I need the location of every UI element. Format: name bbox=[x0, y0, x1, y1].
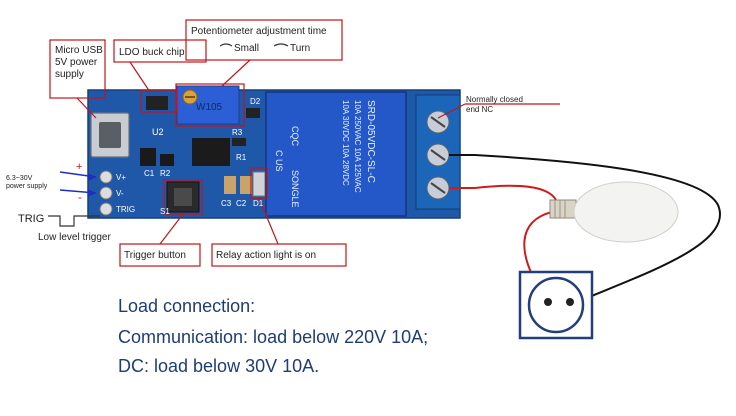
silk-c2: C2 bbox=[236, 199, 247, 208]
r3-resistor bbox=[232, 138, 246, 146]
plus-sign: + bbox=[76, 161, 82, 173]
pot-turn: Turn bbox=[290, 43, 310, 54]
small-chip bbox=[146, 96, 168, 110]
c1-capacitor bbox=[140, 148, 156, 166]
micro-usb-line-2: 5V power bbox=[55, 57, 98, 68]
relay-light-label: Relay action light is on bbox=[216, 250, 316, 261]
pot-highlight bbox=[175, 83, 245, 127]
c3-capacitor bbox=[224, 176, 236, 194]
load-connection-line-2: DC: load below 30V 10A. bbox=[118, 356, 320, 376]
socket-ring bbox=[527, 276, 585, 334]
silk-d1: D1 bbox=[253, 199, 264, 208]
black-wire bbox=[449, 154, 721, 306]
micro-usb-line-1: Micro USB bbox=[55, 45, 103, 56]
r2-resistor bbox=[160, 154, 174, 166]
pin-vminus bbox=[99, 186, 113, 200]
relay-cert: C US bbox=[274, 150, 284, 172]
bulb-base bbox=[549, 199, 577, 219]
low-level-symbol bbox=[48, 215, 100, 227]
ldo-label-box bbox=[113, 39, 207, 63]
relay-body bbox=[265, 91, 407, 217]
relay-rating-ac: 10A 250VAC 10A 125VAC bbox=[353, 100, 362, 193]
silk-vminus: V- bbox=[116, 189, 124, 198]
relay-cqc: CQC bbox=[290, 126, 300, 147]
trigger-button-label: Trigger button bbox=[124, 250, 186, 261]
silk-u2: U2 bbox=[152, 127, 164, 137]
silk-trig: TRIG bbox=[116, 205, 135, 214]
ldo-highlight bbox=[140, 89, 178, 113]
trig-label: TRIG bbox=[18, 213, 44, 225]
pot-label-box bbox=[185, 19, 343, 61]
relay-label-group: SRD-05VDC-SL-C 10A 250VAC 10A 125VAC 10A… bbox=[341, 100, 376, 193]
silk-vplus: V+ bbox=[116, 173, 126, 182]
silk-d2: D2 bbox=[250, 97, 261, 106]
d2-led bbox=[246, 108, 260, 118]
relay-brand: SONGLE bbox=[290, 170, 300, 208]
silk-s1: S1 bbox=[160, 207, 170, 216]
low-level-trigger-label: Low level trigger bbox=[38, 232, 111, 243]
socket-hole-left bbox=[544, 298, 552, 306]
pot-title: Potentiometer adjustment time bbox=[191, 26, 327, 37]
load-connection-title: Load connection: bbox=[118, 296, 256, 316]
micro-usb-line-3: supply bbox=[55, 69, 84, 80]
relay-model: SRD-05VDC-SL-C bbox=[365, 100, 376, 183]
nc-line-2: end NC bbox=[466, 105, 493, 114]
pot-small: Small bbox=[234, 43, 259, 54]
ldo-label: LDO buck chip bbox=[119, 47, 185, 58]
d1-led bbox=[252, 171, 266, 197]
potentiometer bbox=[176, 85, 240, 125]
silk-r3: R3 bbox=[232, 128, 243, 137]
trigger-button-cap bbox=[174, 188, 192, 206]
red-wire-to-bulb bbox=[449, 184, 557, 201]
silk-r1: R1 bbox=[236, 153, 247, 162]
relay-light-label-box bbox=[211, 243, 347, 267]
pin-vplus bbox=[99, 170, 113, 184]
relay-cert-group: CQC SONGLE bbox=[290, 126, 300, 208]
pot-marking: W105 bbox=[196, 102, 223, 113]
power-socket bbox=[518, 270, 594, 340]
load-connection-line-1: Communication: load below 220V 10A; bbox=[118, 327, 429, 347]
silk-r2: R2 bbox=[160, 169, 171, 178]
supply-line-2: power supply bbox=[6, 183, 48, 190]
c2-capacitor bbox=[240, 176, 252, 194]
silk-c1: C1 bbox=[144, 169, 155, 178]
bulb-glass bbox=[573, 181, 679, 243]
silk-c3: C3 bbox=[221, 199, 232, 208]
supply-line-1: 6.3~30V bbox=[6, 175, 33, 182]
nc-line-1: Normally closed bbox=[466, 95, 523, 104]
ldo-chip-body bbox=[192, 138, 230, 166]
micro-usb-opening bbox=[99, 122, 121, 148]
pin-trig bbox=[99, 202, 113, 216]
relay-rating-dc: 10A 30VDC 10A 28VDC bbox=[341, 100, 350, 186]
minus-sign: - bbox=[78, 190, 82, 204]
socket-hole-right bbox=[566, 298, 574, 306]
